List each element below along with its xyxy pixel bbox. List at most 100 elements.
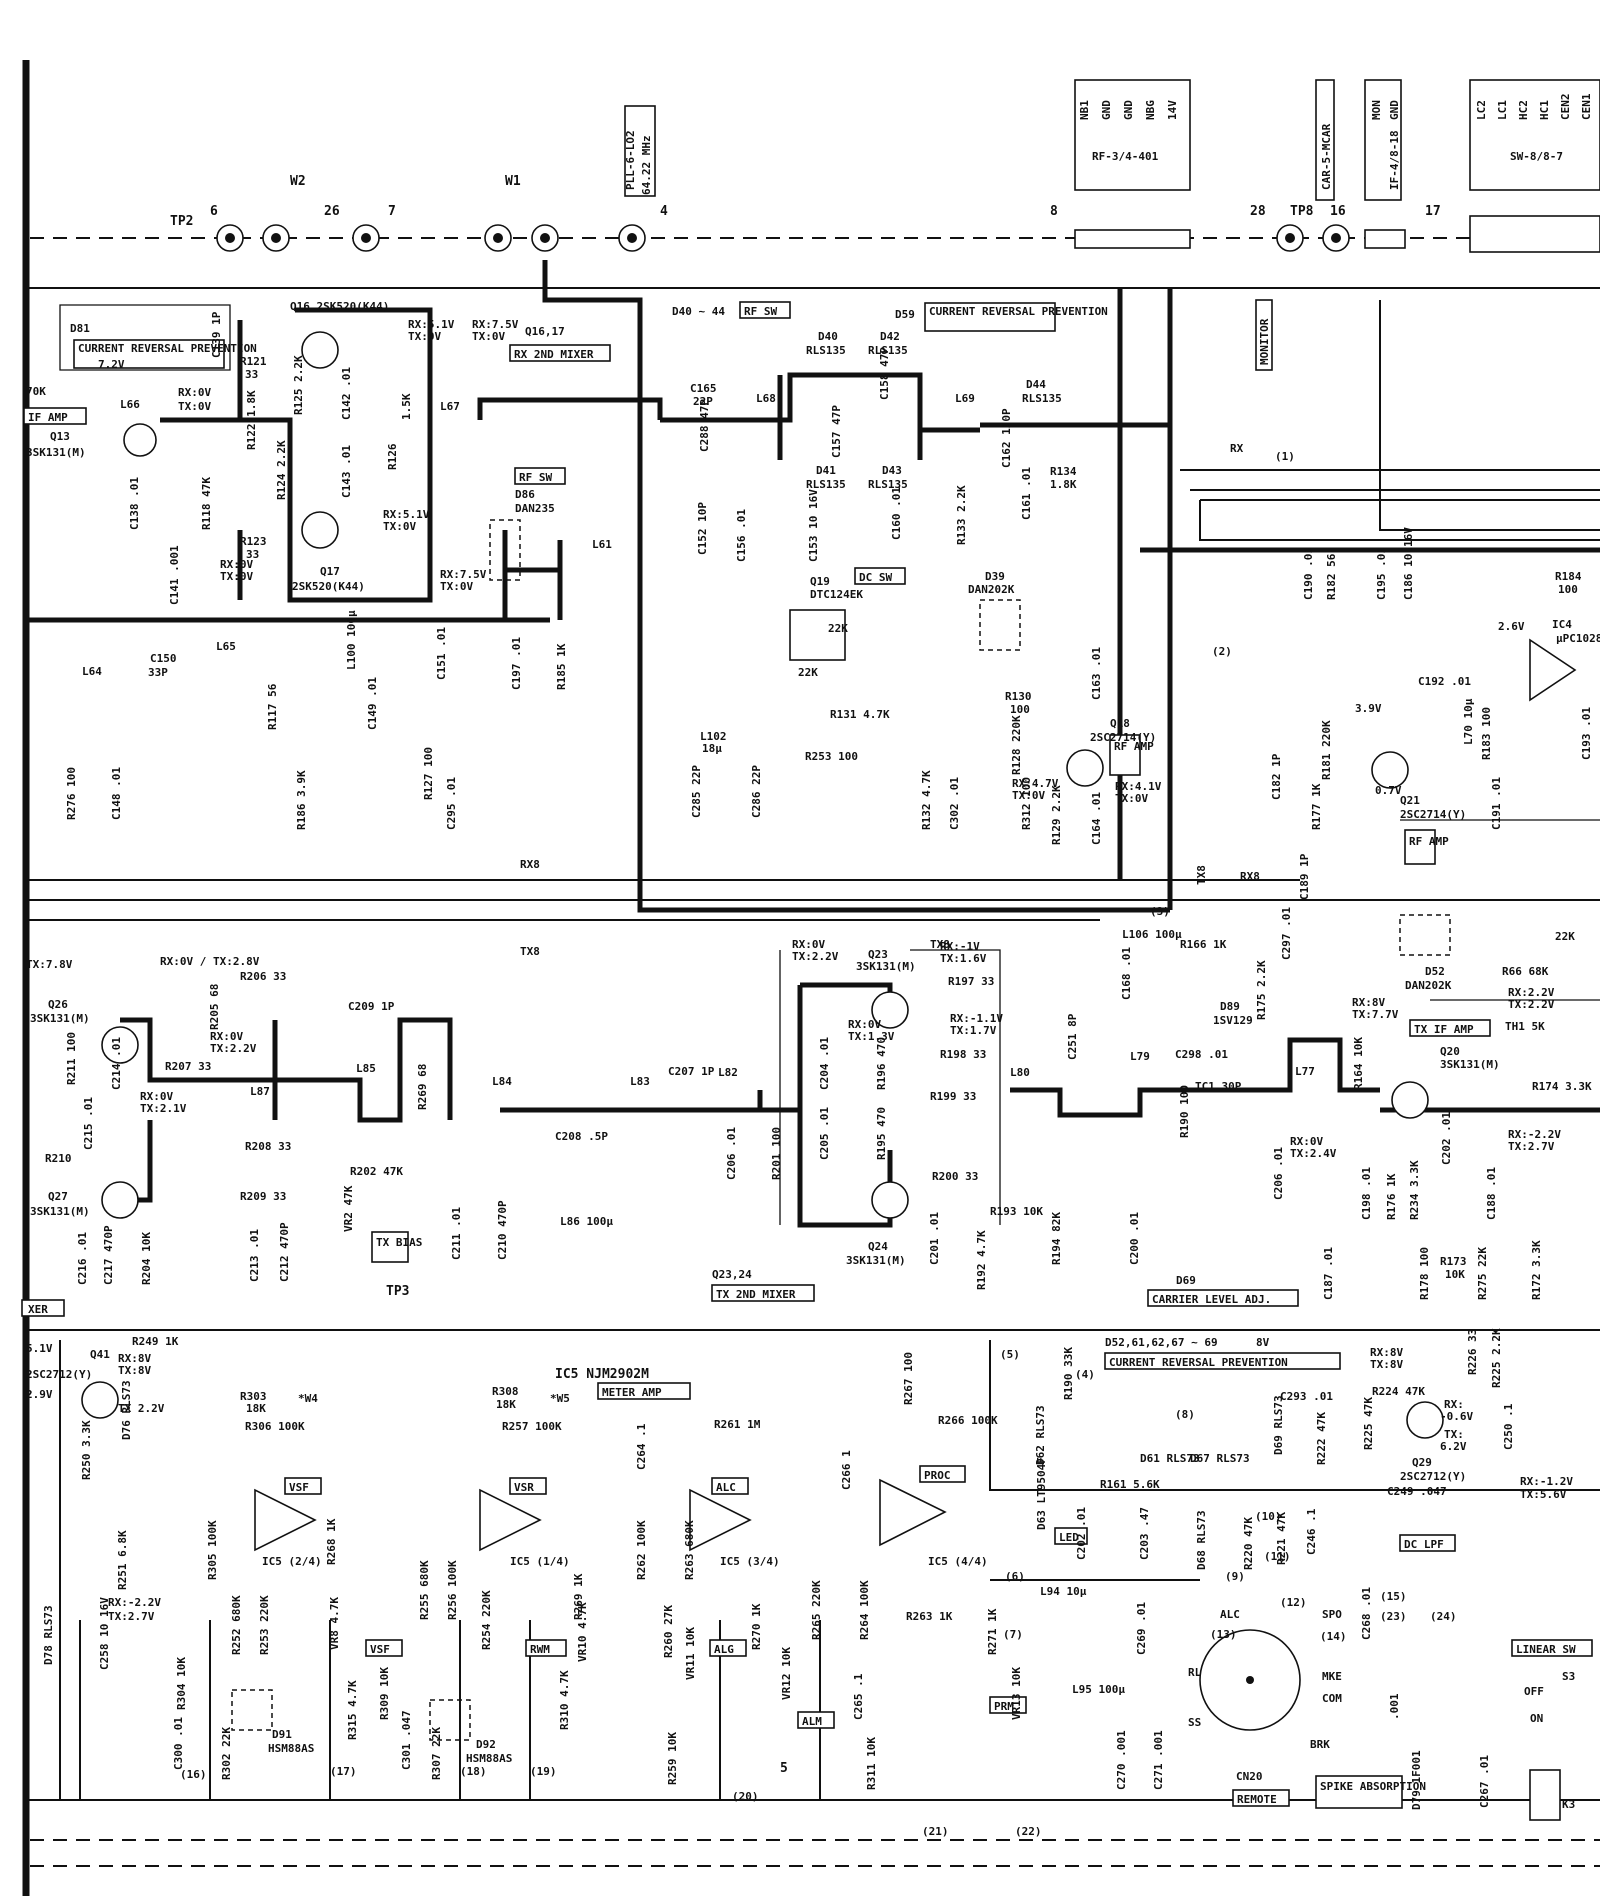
part-r222: R222 47K xyxy=(1315,1412,1328,1465)
part-q26b: 3SK131(M) xyxy=(30,1012,90,1025)
voltage-v24: TX:2.2V xyxy=(210,1042,257,1055)
part-q23: Q23 xyxy=(868,948,888,961)
part-c207: C207 1P xyxy=(668,1065,715,1078)
part-r117: R117 56 xyxy=(266,683,279,730)
part-c150v: 33P xyxy=(148,666,168,679)
part-r253b: R253 220K xyxy=(258,1595,271,1655)
note-q23-24: Q23,24 xyxy=(712,1268,752,1281)
part-c156: C156 .01 xyxy=(735,509,748,562)
part-vr12: VR12 10K xyxy=(780,1647,793,1700)
part-l67: L67 xyxy=(440,400,460,413)
part-c195: C195 .01 xyxy=(1375,547,1388,600)
block-ifamp: IF AMP xyxy=(23,407,87,425)
part-c251: C251 8P xyxy=(1066,1013,1079,1060)
part-r263: R263 680K xyxy=(683,1520,696,1580)
q41-symbol xyxy=(81,1381,119,1419)
part-r66: R66 68K xyxy=(1502,965,1549,978)
part-l95: L95 100μ xyxy=(1072,1683,1125,1696)
voltage-v18: 2.6V xyxy=(1498,620,1525,633)
voltage-v47: TX 2.2V xyxy=(118,1402,165,1415)
part-d67: D67 RLS73 xyxy=(1190,1452,1250,1465)
part-c285: C285 22P xyxy=(690,765,703,818)
part-q17b: 2SK520(K44) xyxy=(292,580,365,593)
part-l79: L79 xyxy=(1130,1050,1150,1063)
label-28: 28 xyxy=(1250,204,1266,219)
voltage-v54: TX: xyxy=(1444,1428,1464,1441)
part-d52b: DAN202K xyxy=(1405,979,1452,992)
lo2-path xyxy=(542,260,1170,913)
block-txbias: TX BIAS xyxy=(371,1231,422,1263)
part-q17: Q17 xyxy=(320,565,340,578)
part-r255: R255 680K xyxy=(418,1560,431,1620)
part-ic4: IC4 xyxy=(1552,618,1572,631)
part-c215: C215 .01 xyxy=(82,1097,95,1150)
svg-text:RF AMP: RF AMP xyxy=(1409,835,1449,848)
svg-text:GND: GND xyxy=(1100,100,1113,120)
voltage-v23: RX:0V xyxy=(210,1030,243,1043)
voltage-v5: TX:0V xyxy=(408,330,441,343)
part-r306: R306 100K xyxy=(245,1420,305,1433)
ref-18: (18) xyxy=(460,1765,487,1778)
q24-symbol xyxy=(871,1181,909,1219)
voltage-v48: RX:-2.2V xyxy=(108,1596,161,1609)
part-r315: R315 4.7K xyxy=(346,1680,359,1740)
part-r128: R128 220K xyxy=(1010,715,1023,775)
part-r302: R302 22K xyxy=(220,1727,233,1780)
part-l84: L84 xyxy=(492,1075,512,1088)
label-5: 5 xyxy=(780,1761,788,1776)
cn20-pin xyxy=(1246,1676,1254,1684)
part-r271: R271 1K xyxy=(986,1608,999,1655)
voltage-v36: TX:7.7V xyxy=(1352,1008,1399,1021)
ref-17: (17) xyxy=(330,1765,357,1778)
d91-package xyxy=(231,1689,273,1731)
part-ic5c: IC5 (3/4) xyxy=(720,1555,780,1568)
part-r195: R195 470 xyxy=(875,1107,888,1160)
part-r190: R190 100 xyxy=(1178,1085,1191,1138)
sw-header-name: SW-8/8-7 xyxy=(1510,150,1563,163)
coax-w1b xyxy=(531,224,559,252)
part-r129: R129 2.2K xyxy=(1050,785,1063,845)
voltage-v9: TX:0V xyxy=(383,520,416,533)
part-q41: Q41 xyxy=(90,1348,110,1361)
part-d63: D63 LT9504F xyxy=(1035,1457,1048,1530)
part-r269: R269 68 xyxy=(416,1064,429,1110)
part-l82: L82 xyxy=(718,1066,738,1079)
q26-symbol xyxy=(101,1026,139,1064)
part-q18: Q18 xyxy=(1110,717,1130,730)
block-tx2ndmix: TX 2ND MIXER xyxy=(711,1284,815,1302)
voltage-v55: 6.2V xyxy=(1440,1440,1467,1453)
q16-symbol xyxy=(301,331,339,369)
part-c301: C301 .047 xyxy=(400,1710,413,1770)
label-4: 4 xyxy=(660,204,668,219)
part-r270: R270 1K xyxy=(750,1603,763,1650)
part-r257: R257 100K xyxy=(502,1420,562,1433)
note-q16-17: Q16,17 xyxy=(525,325,565,338)
part-r173: R173 xyxy=(1440,1255,1467,1268)
part-r184v: 100 xyxy=(1558,583,1578,596)
part-r178: R178 100 xyxy=(1418,1247,1431,1300)
part-c186: C186 10 16V xyxy=(1402,527,1415,600)
part-c209: C209 1P xyxy=(348,1000,395,1013)
svg-text:ALG: ALG xyxy=(714,1643,734,1656)
svg-text:CARRIER LEVEL ADJ.: CARRIER LEVEL ADJ. xyxy=(1152,1293,1271,1306)
label-w2: W2 xyxy=(290,174,306,189)
part-r199: R199 33 xyxy=(930,1090,976,1103)
block-prm: PRM xyxy=(989,1696,1027,1714)
part-r130: R130 xyxy=(1005,690,1032,703)
ref-10: (10) xyxy=(1255,1510,1282,1523)
voltage-v8: RX:5.1V xyxy=(383,508,430,521)
part-r251: R251 6.8K xyxy=(116,1530,129,1590)
part-d69b: D69 RLS73 xyxy=(1272,1395,1285,1455)
part-r123: R123 xyxy=(240,535,267,548)
pll-header-box xyxy=(624,105,656,197)
svg-text:LED: LED xyxy=(1059,1531,1079,1544)
part-r22ka: 22K xyxy=(828,622,848,635)
part-l94: L94 10μ xyxy=(1040,1585,1087,1598)
voltage-v31: RX:0V xyxy=(848,1018,881,1031)
svg-text:PRM: PRM xyxy=(994,1700,1014,1713)
part-l100: L100 100μ xyxy=(345,610,358,670)
d81-frame xyxy=(59,304,231,371)
coax-16 xyxy=(1322,224,1350,252)
part-r252: R252 680K xyxy=(230,1595,243,1655)
block-proc: PROC xyxy=(919,1465,966,1483)
